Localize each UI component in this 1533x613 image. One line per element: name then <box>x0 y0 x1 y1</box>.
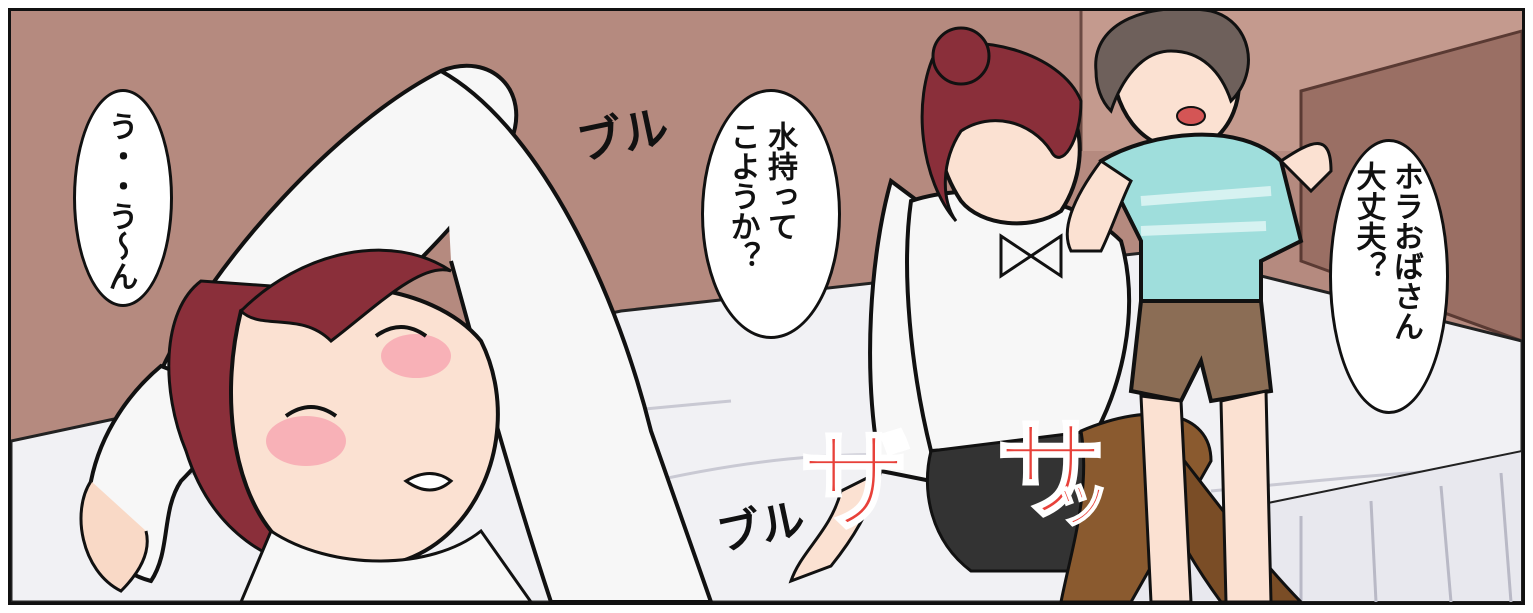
speech-bubble-right <box>1329 139 1449 414</box>
speech-text-right: ホラおばさん 大丈夫？ <box>1350 161 1424 341</box>
sfx-za: ザ <box>800 416 913 547</box>
speech-bubble-left <box>73 89 173 307</box>
sfx-sa: サ <box>995 406 1108 537</box>
boy <box>1065 11 1333 602</box>
speech-text-left: う・・う～ん <box>102 111 138 291</box>
comic-panel: う・・う～ん 水持って こようか？ ホラおばさん 大丈夫？ ブル ブル ザ サ … <box>8 8 1525 605</box>
woman-lying <box>79 63 714 602</box>
sfx-tsu: ッ <box>1050 464 1112 536</box>
speech-text-middle: 水持って こようか？ <box>724 121 798 271</box>
speech-bubble-middle <box>701 89 841 339</box>
